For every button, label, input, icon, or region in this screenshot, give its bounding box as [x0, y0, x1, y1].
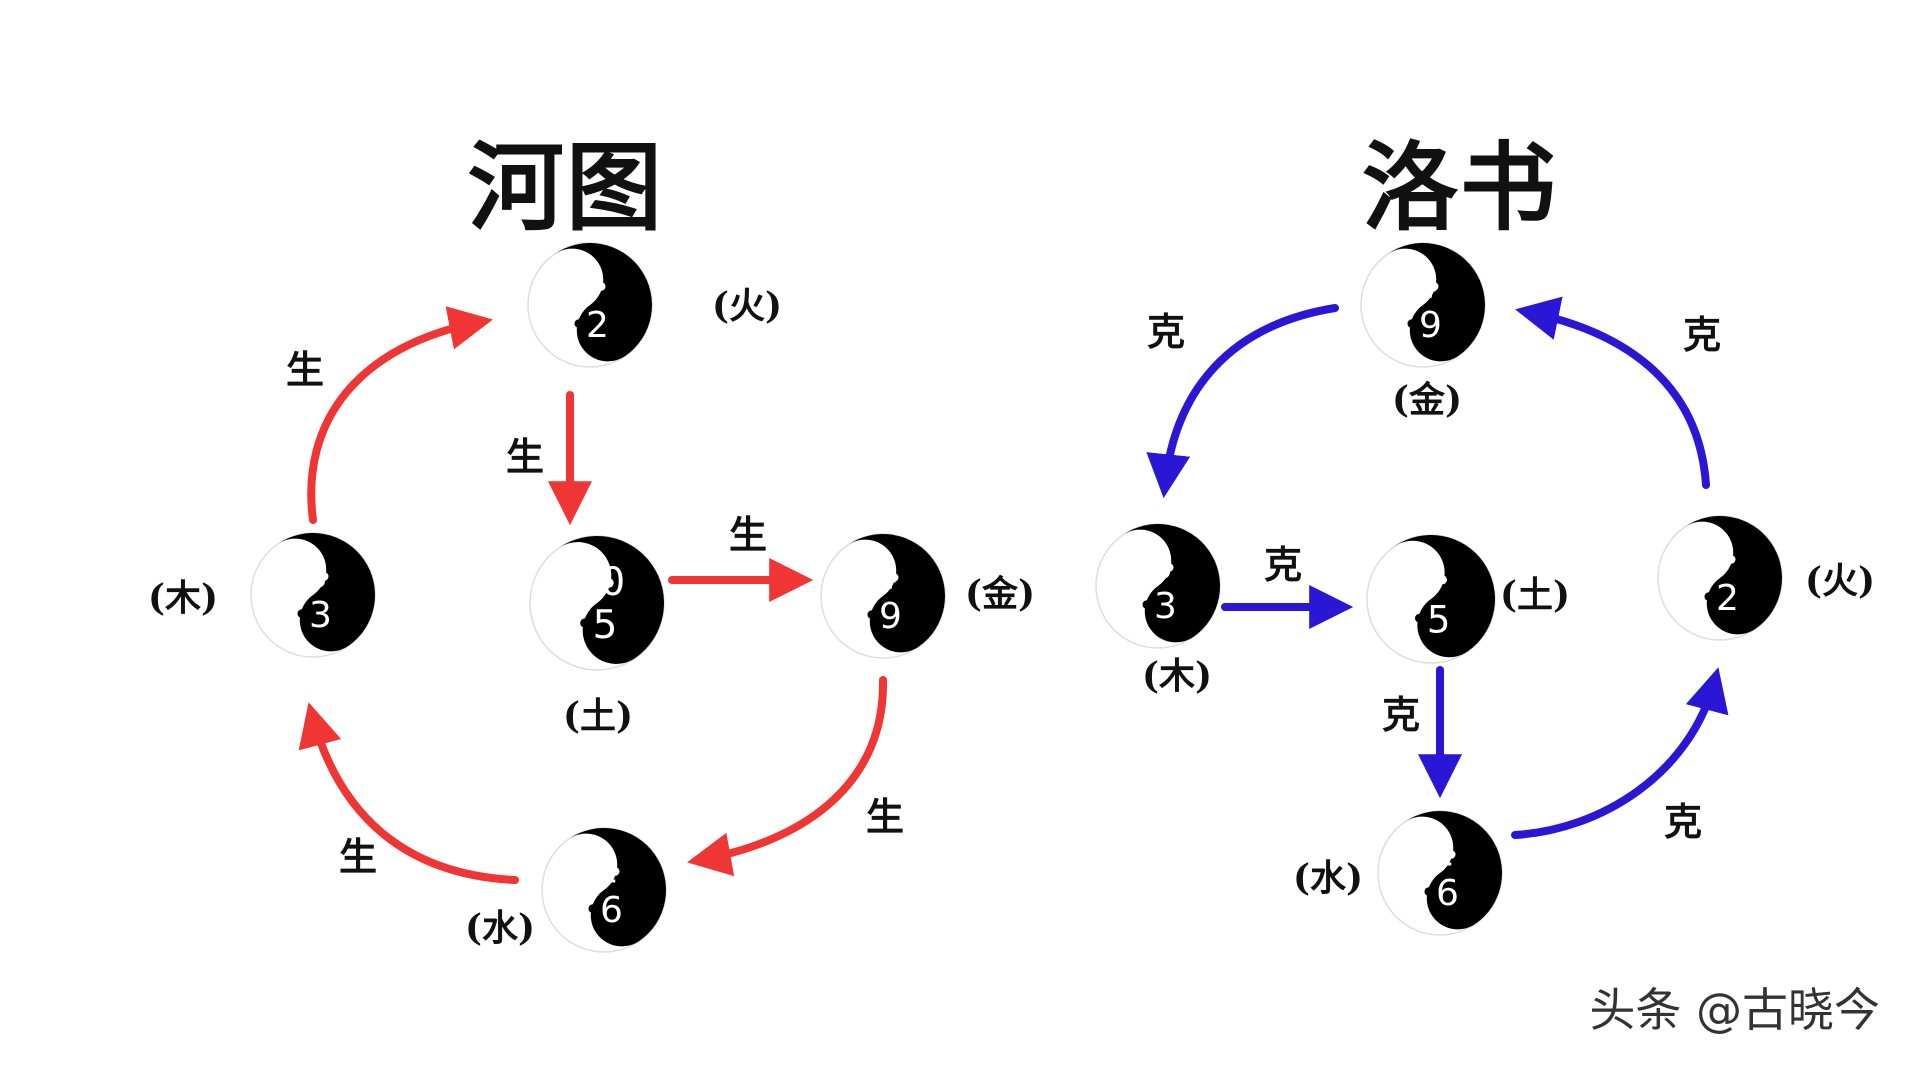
luoshu-node-water-label: (水)	[1293, 857, 1363, 899]
hetu-node-wood-yinyang-icon	[250, 532, 376, 658]
luoshu-arrow-label-metal-wood: 克	[1147, 309, 1185, 354]
hetu-node-water: 16 (水)	[465, 827, 667, 953]
luoshu-node-wood-bottom-number: 3	[1154, 586, 1177, 627]
hetu-node-fire-yinyang-icon	[527, 242, 653, 368]
hetu-node-wood-bottom-number: 3	[309, 595, 332, 636]
luoshu-node-water-top-number: 1	[1432, 834, 1455, 875]
hetu-node-metal-label: (金)	[965, 573, 1035, 615]
hetu-node-wood-top-number: 8	[305, 556, 328, 597]
hetu-node-wood-label: (木)	[148, 577, 218, 619]
hetu-node-water-bottom-number: 6	[600, 890, 623, 931]
hetu-node-metal-bottom-number: 9	[879, 596, 902, 637]
luoshu-arrow-label-earth-water: 克	[1382, 692, 1420, 737]
luoshu-arrow-label-fire-metal: 克	[1683, 312, 1721, 357]
hetu-node-water-label: (水)	[465, 907, 535, 949]
luoshu-node-water: 16 (水)	[1293, 810, 1503, 936]
hetu-node-water-top-number: 1	[596, 851, 619, 892]
hetu-node-metal-top-number: 4	[875, 557, 898, 598]
watermark: 头条 @古晓今	[1589, 983, 1880, 1037]
luoshu-node-wood-label: (木)	[1142, 655, 1212, 697]
hetu-node-fire: 72 (火)	[527, 242, 782, 368]
luoshu-title: 洛书	[1362, 131, 1558, 244]
hetu-title: 河图	[468, 131, 664, 244]
luoshu-node-earth: 5 (土)	[1366, 534, 1570, 664]
hetu-arrow-wood-fire	[307, 306, 493, 524]
hetu-arrow-metal-water	[687, 676, 888, 877]
luoshu-node-fire-top-number: 7	[1712, 539, 1735, 580]
hetu-node-fire-top-number: 7	[582, 266, 605, 307]
luoshu-node-fire-bottom-number: 2	[1716, 578, 1739, 619]
hetu-node-earth-bottom-number: 5	[593, 603, 618, 648]
hetu-node-fire-label: (火)	[712, 285, 782, 327]
luoshu-node-earth-yinyang-icon	[1366, 534, 1496, 664]
hetu-node-earth-top-number: 10	[576, 560, 626, 605]
hetu-arrow-label-water-wood: 生	[339, 834, 377, 879]
luoshu-node-wood: 83 (木)	[1095, 523, 1221, 697]
hetu-arrow-label-fire-earth: 生	[506, 434, 544, 479]
hetu-node-wood: 83 (木)	[148, 532, 376, 658]
hetu-arrow-water-wood	[298, 702, 519, 884]
luoshu-node-earth-label: (土)	[1500, 574, 1570, 616]
luoshu-node-water-bottom-number: 6	[1436, 873, 1459, 914]
luoshu-arrow-fire-metal	[1515, 296, 1710, 489]
luoshu-arrow-label-water-fire: 克	[1664, 799, 1702, 844]
luoshu-arrow-label-wood-earth: 克	[1264, 542, 1302, 587]
hetu-arrow-label-metal-water: 生	[866, 794, 904, 839]
luoshu-node-metal-label: (金)	[1392, 379, 1462, 421]
hetu-arrow-label-wood-fire: 生	[286, 347, 324, 392]
hetu-arrow-label-earth-metal: 生	[729, 512, 767, 557]
luoshu-node-earth-bottom-number: 5	[1427, 598, 1451, 641]
hetu-node-earth: 105 (土)	[529, 535, 665, 737]
luoshu-node-fire-label: (火)	[1805, 560, 1875, 602]
hetu-node-water-yinyang-icon	[541, 827, 667, 953]
luoshu-node-wood-yinyang-icon	[1095, 523, 1221, 649]
luoshu-node-metal-bottom-number: 9	[1419, 305, 1442, 346]
luoshu-node-water-yinyang-icon	[1377, 810, 1503, 936]
hetu-node-metal-yinyang-icon	[820, 533, 946, 659]
luoshu-node-fire-yinyang-icon	[1657, 515, 1783, 641]
luoshu-node-metal-yinyang-icon	[1360, 242, 1486, 368]
luoshu-node-metal-top-number: 4	[1415, 266, 1438, 307]
luoshu-node-metal: 49 (金)	[1360, 242, 1486, 421]
hetu-node-earth-label: (土)	[563, 695, 633, 737]
hetu-node-metal: 49 (金)	[820, 533, 1035, 659]
luoshu-node-wood-top-number: 8	[1150, 547, 1173, 588]
luoshu-arrow-metal-wood	[1146, 304, 1339, 499]
hetu-node-earth-yinyang-icon	[529, 535, 665, 671]
hetu-node-fire-bottom-number: 2	[586, 305, 609, 346]
luoshu-arrow-water-fire	[1511, 667, 1729, 839]
luoshu-node-fire: 72 (火)	[1657, 515, 1875, 641]
